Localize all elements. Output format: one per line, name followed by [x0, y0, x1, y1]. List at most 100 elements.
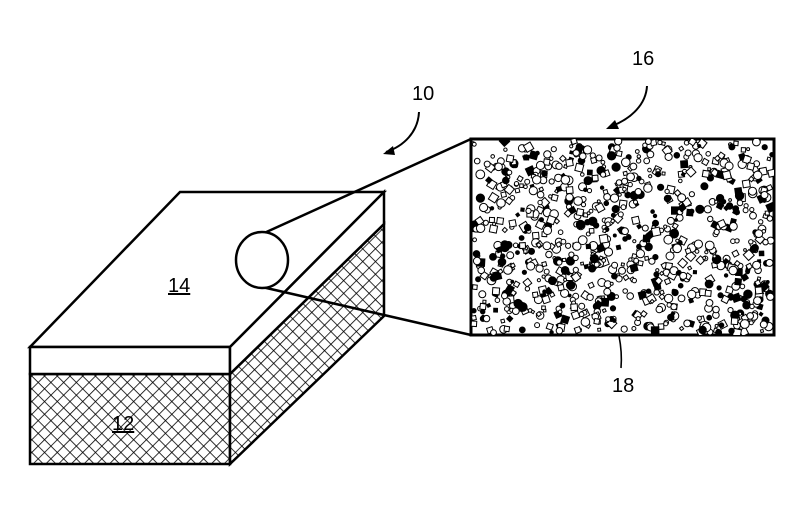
- particle: [734, 277, 743, 286]
- particle: [522, 141, 535, 154]
- particle: [534, 322, 541, 329]
- particle: [727, 307, 734, 314]
- particle: [643, 157, 651, 165]
- particle: [501, 292, 508, 300]
- particle: [603, 200, 610, 207]
- particle: [714, 199, 719, 204]
- particle: [636, 175, 642, 182]
- particle: [695, 204, 705, 214]
- particle: [620, 204, 627, 211]
- coating-side-face: [228, 188, 386, 377]
- particle: [742, 300, 751, 310]
- particle: [748, 186, 757, 196]
- particle: [548, 194, 553, 199]
- particle: [557, 283, 565, 292]
- particle: [683, 319, 692, 328]
- particle: [654, 276, 664, 286]
- particle: [612, 318, 617, 323]
- particle: [482, 314, 491, 323]
- particle: [586, 169, 593, 176]
- particle: [652, 213, 658, 219]
- particle: [677, 282, 684, 289]
- particle: [555, 240, 563, 249]
- particle: [556, 259, 563, 266]
- particle: [477, 266, 486, 275]
- particle: [646, 150, 655, 159]
- particle: [522, 249, 528, 254]
- particle: [621, 227, 629, 236]
- particle: [490, 329, 497, 335]
- particle: [505, 314, 514, 323]
- particle: [627, 181, 633, 188]
- particle: [684, 247, 692, 255]
- particle: [602, 228, 607, 234]
- particle: [642, 142, 648, 148]
- particle: [613, 144, 621, 152]
- particle: [649, 298, 655, 305]
- particle: [758, 250, 765, 257]
- particle: [704, 240, 715, 251]
- particle: [766, 215, 774, 222]
- particle: [658, 293, 666, 301]
- particle: [696, 315, 702, 321]
- particle: [677, 294, 686, 303]
- particle: [637, 260, 644, 267]
- particle: [475, 169, 486, 180]
- particle: [586, 293, 594, 301]
- particle: [575, 219, 586, 230]
- particle: [574, 162, 585, 173]
- particle: [635, 249, 646, 259]
- particle: [489, 206, 495, 211]
- particle: [522, 277, 533, 288]
- particle: [664, 188, 670, 195]
- particle: [537, 199, 543, 206]
- particle: [615, 150, 623, 158]
- particle: [588, 228, 595, 234]
- particle: [705, 299, 714, 307]
- particle: [743, 203, 749, 209]
- particle: [716, 218, 727, 229]
- particle: [743, 248, 747, 252]
- particle: [647, 167, 652, 173]
- particle: [704, 279, 714, 289]
- particle: [584, 219, 591, 226]
- particle: [725, 285, 735, 295]
- particle: [713, 154, 721, 162]
- particle: [635, 316, 641, 322]
- particle: [471, 284, 478, 291]
- particle: [512, 280, 521, 289]
- particle-field: [471, 139, 774, 335]
- particle: [648, 257, 656, 265]
- particle: [473, 157, 481, 165]
- particle: [565, 158, 574, 168]
- particle: [548, 276, 557, 286]
- label-10: 10: [412, 83, 434, 105]
- particle: [742, 207, 749, 214]
- particle: [573, 196, 583, 206]
- particle: [570, 310, 581, 321]
- particle: [506, 251, 515, 260]
- particle: [541, 261, 548, 268]
- particle: [475, 223, 486, 234]
- particle: [503, 325, 511, 333]
- particle: [509, 289, 517, 297]
- particle: [692, 269, 698, 275]
- particle: [603, 287, 612, 296]
- particle: [611, 272, 618, 280]
- magnifier-upper-line: [261, 137, 472, 236]
- particle: [530, 309, 536, 315]
- particle: [611, 205, 620, 214]
- particle: [716, 285, 722, 291]
- particle: [636, 223, 643, 230]
- particle: [532, 175, 542, 185]
- particle: [493, 307, 499, 313]
- particle: [585, 243, 592, 250]
- particle: [518, 235, 525, 241]
- particle: [600, 171, 607, 178]
- particle: [663, 293, 674, 304]
- particle: [740, 273, 750, 282]
- particle: [570, 139, 578, 146]
- particle: [545, 214, 557, 226]
- particle: [528, 186, 538, 196]
- particle: [767, 168, 774, 178]
